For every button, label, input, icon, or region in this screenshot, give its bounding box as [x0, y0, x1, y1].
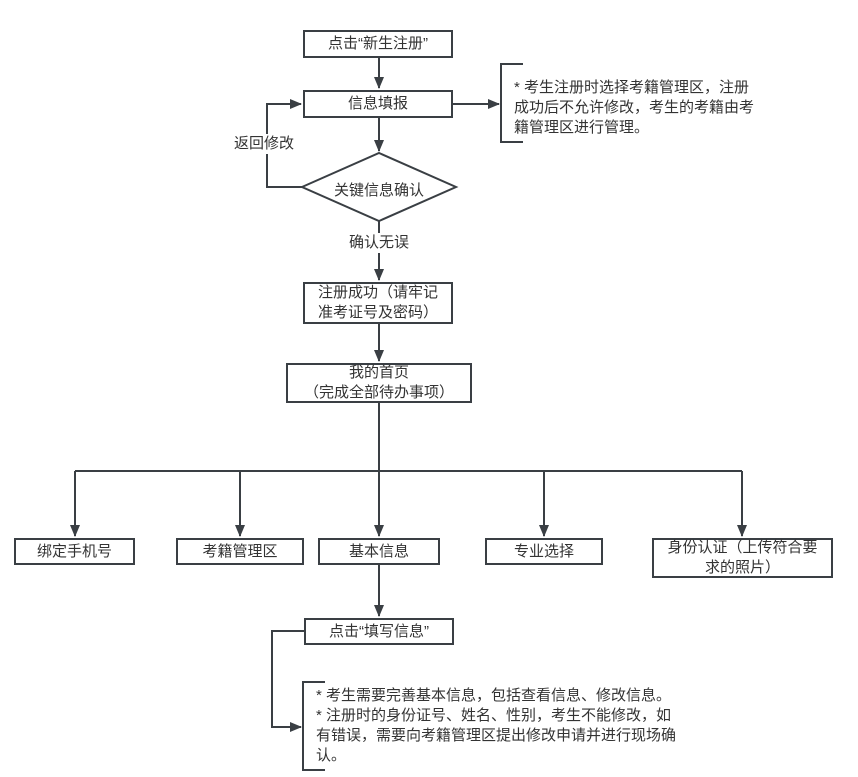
note-line: 籍管理区进行管理。 [514, 119, 650, 136]
node-click-fill-info: 点击“填写信息” [304, 618, 454, 645]
node-register-success: 注册成功（请牢记 准考证号及密码） [303, 282, 453, 324]
node-label-line2: 求的照片） [704, 559, 780, 576]
note-line: 有错误，需要向考籍管理区提出修改申请并进行现场确 [316, 727, 677, 744]
node-label-line1: 身份认证（上传符合要 [667, 539, 818, 556]
note-register-district: * 考生注册时选择考籍管理区，注册 成功后不允许修改，考生的考籍由考 籍管理区进… [514, 78, 858, 138]
note-basic-info: * 考生需要完善基本信息，包括查看信息、修改信息。 * 注册时的身份证号、姓名、… [316, 686, 846, 766]
node-label: 点击“填写信息” [329, 622, 429, 640]
node-label: 基本信息 [348, 542, 409, 560]
edge-label-confirmed-ok: 确认无误 [347, 233, 411, 253]
node-my-homepage: 我的首页 （完成全部待办事项） [286, 363, 472, 403]
node-click-new-student-register: 点击“新生注册” [303, 30, 453, 58]
decision-key-info-confirm-label: 关键信息确认 [333, 182, 424, 199]
node-identity-verify: 身份认证（上传符合要 求的照片） [652, 538, 833, 578]
node-label: 绑定手机号 [36, 542, 112, 560]
node-label: 考籍管理区 [202, 542, 278, 560]
node-label-line2: 准考证号及密码） [317, 304, 438, 321]
note-line: * 考生注册时选择考籍管理区，注册 [514, 79, 750, 96]
note-line: * 注册时的身份证号、姓名、性别，考生不能修改，如 [316, 707, 672, 724]
basic-info-note-bracket [302, 681, 325, 771]
decision-diamond-shape [299, 151, 459, 223]
node-label: 点击“新生注册” [328, 35, 428, 52]
node-basic-info: 基本信息 [318, 538, 440, 565]
node-label: 信息填报 [347, 95, 408, 112]
node-label-line2: （完成全部待办事项） [303, 384, 454, 401]
note-line: * 考生需要完善基本信息，包括查看信息、修改信息。 [316, 687, 672, 704]
note-line: 认。 [316, 747, 347, 764]
node-info-fill: 信息填报 [303, 90, 453, 118]
node-exam-district: 考籍管理区 [176, 538, 304, 565]
node-major-select: 专业选择 [485, 538, 603, 565]
edge-label-back-to-modify: 返回修改 [233, 134, 295, 154]
note-line: 成功后不允许修改，考生的考籍由考 [514, 99, 755, 116]
register-note-bracket [500, 63, 523, 143]
node-label-line1: 注册成功（请牢记 [317, 284, 438, 301]
arrow-click-fill-to-basic-note [271, 630, 304, 732]
node-label-line1: 我的首页 [348, 364, 409, 381]
node-label: 专业选择 [513, 542, 574, 560]
node-bind-phone: 绑定手机号 [14, 538, 135, 565]
